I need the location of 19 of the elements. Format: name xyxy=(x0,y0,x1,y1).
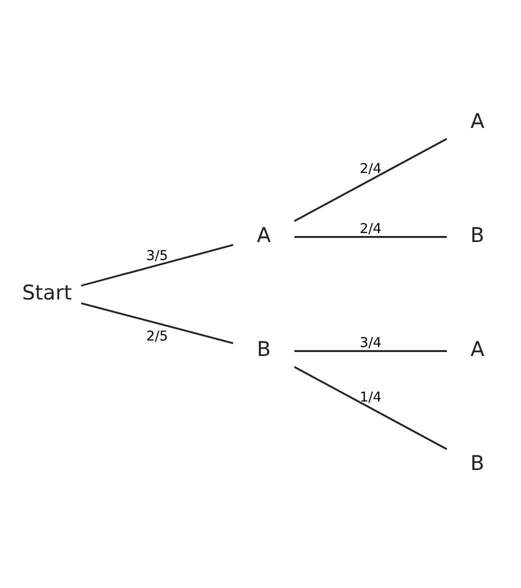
node-text: A xyxy=(470,108,484,133)
edge-label: 1/4 xyxy=(360,389,382,406)
node-text: Start xyxy=(22,280,72,305)
node-text: B xyxy=(470,451,484,476)
connector xyxy=(294,350,447,352)
connector xyxy=(294,366,448,450)
connector xyxy=(80,302,234,344)
edge-label: 2/4 xyxy=(360,221,382,238)
node-text: B xyxy=(470,222,484,247)
edge-label: 2/5 xyxy=(146,328,168,344)
node-text: A xyxy=(256,222,271,247)
edge-label: 2/4 xyxy=(360,161,382,178)
node-text: A xyxy=(470,337,484,362)
edge-label: 3/5 xyxy=(146,248,168,264)
connector xyxy=(294,236,447,238)
edge-label: 3/4 xyxy=(360,335,382,352)
connector xyxy=(294,138,448,222)
connector xyxy=(80,244,234,287)
node-text: B xyxy=(256,337,271,362)
